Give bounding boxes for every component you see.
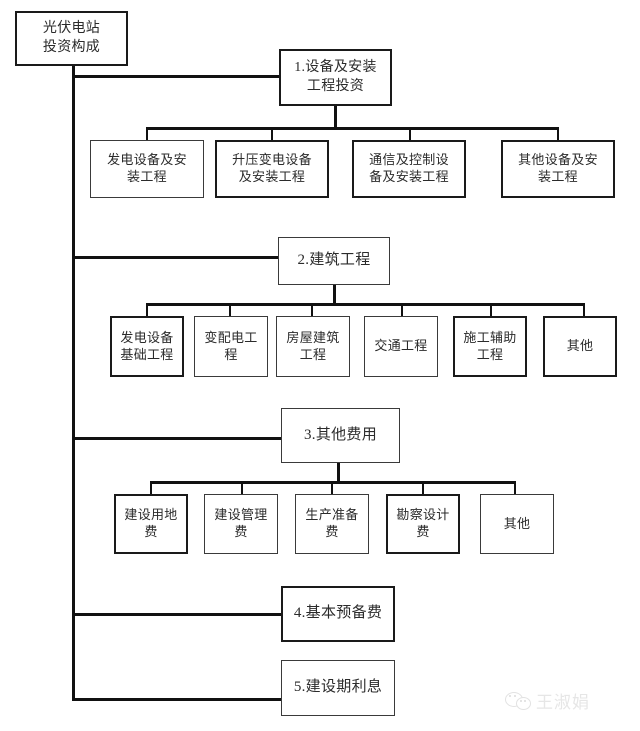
branch-3-child-3[interactable]: 生产准备 费 bbox=[295, 494, 369, 554]
branch-3-child-5-label: 其他 bbox=[503, 515, 531, 531]
branch-3-label: 3.其他费用 bbox=[303, 426, 378, 443]
trunk-to-branch1-line bbox=[72, 75, 280, 78]
branch-1-child-3-label: 通信及控制设 备及安装工程 bbox=[369, 152, 449, 184]
branch-2-drop-line bbox=[333, 285, 336, 305]
branch-1-child-2-connector bbox=[271, 127, 273, 141]
root-node[interactable]: 光伏电站 投资构成 bbox=[15, 11, 128, 66]
branch-2-bus-line bbox=[146, 303, 585, 306]
branch-3-child-2-label: 建设管理 费 bbox=[214, 507, 268, 539]
trunk-to-branch4-line bbox=[72, 613, 284, 616]
branch-1-node[interactable]: 1.设备及安装 工程投资 bbox=[279, 49, 392, 106]
branch-2-child-1-label: 发电设备 基础工程 bbox=[120, 329, 174, 362]
branch-2-child-5-connector bbox=[490, 303, 492, 317]
branch-2-child-2-label: 变配电工 程 bbox=[204, 329, 258, 362]
branch-2-child-4[interactable]: 交通工程 bbox=[364, 316, 438, 377]
branch-2-child-3[interactable]: 房屋建筑 工程 bbox=[276, 316, 350, 377]
branch-3-child-5-connector bbox=[514, 481, 516, 495]
branch-4-node[interactable]: 4.基本预备费 bbox=[281, 586, 395, 642]
branch-3-child-1-connector bbox=[150, 481, 152, 495]
branch-2-child-5[interactable]: 施工辅助 工程 bbox=[453, 316, 527, 377]
branch-2-child-6-connector bbox=[583, 303, 585, 317]
branch-1-child-1-label: 发电设备及安 装工程 bbox=[107, 152, 187, 184]
branch-3-child-4-label: 勘察设计 费 bbox=[396, 507, 450, 539]
branch-1-child-4-label: 其他设备及安 装工程 bbox=[518, 152, 598, 184]
branch-1-child-3-connector bbox=[409, 127, 411, 141]
trunk-to-branch3-line bbox=[72, 437, 284, 440]
branch-3-child-3-label: 生产准备 费 bbox=[305, 507, 359, 539]
branch-2-child-5-label: 施工辅助 工程 bbox=[463, 329, 517, 362]
branch-2-child-2[interactable]: 变配电工 程 bbox=[194, 316, 268, 377]
trunk-to-branch2-line bbox=[72, 256, 282, 259]
branch-3-child-4[interactable]: 勘察设计 费 bbox=[386, 494, 460, 554]
trunk-vertical-line bbox=[72, 64, 75, 701]
branch-5-node[interactable]: 5.建设期利息 bbox=[281, 660, 395, 716]
branch-2-node[interactable]: 2.建筑工程 bbox=[278, 237, 390, 285]
branch-2-child-1[interactable]: 发电设备 基础工程 bbox=[110, 316, 184, 377]
branch-2-child-3-label: 房屋建筑 工程 bbox=[286, 329, 340, 362]
branch-2-child-4-connector bbox=[401, 303, 403, 317]
watermark: 王淑娟 bbox=[505, 688, 590, 713]
wechat-logo-icon bbox=[505, 691, 531, 711]
branch-3-child-1[interactable]: 建设用地 费 bbox=[114, 494, 188, 554]
branch-1-child-1[interactable]: 发电设备及安 装工程 bbox=[90, 140, 204, 198]
branch-1-child-3[interactable]: 通信及控制设 备及安装工程 bbox=[352, 140, 466, 198]
branch-1-child-4[interactable]: 其他设备及安 装工程 bbox=[501, 140, 615, 198]
branch-2-child-4-label: 交通工程 bbox=[374, 338, 428, 354]
branch-1-drop-line bbox=[334, 106, 337, 129]
branch-2-child-2-connector bbox=[229, 303, 231, 317]
watermark-text: 王淑娟 bbox=[536, 693, 590, 712]
branch-1-child-4-connector bbox=[557, 127, 559, 141]
branch-3-child-5[interactable]: 其他 bbox=[480, 494, 554, 554]
branch-3-child-3-connector bbox=[331, 481, 333, 495]
branch-5-label: 5.建设期利息 bbox=[293, 679, 383, 696]
branch-3-node[interactable]: 3.其他费用 bbox=[281, 408, 400, 463]
branch-1-child-1-connector bbox=[146, 127, 148, 141]
branch-2-label: 2.建筑工程 bbox=[297, 252, 371, 269]
branch-1-label: 1.设备及安装 工程投资 bbox=[294, 60, 377, 94]
branch-2-child-6[interactable]: 其他 bbox=[543, 316, 617, 377]
trunk-to-branch5-line bbox=[72, 698, 284, 701]
branch-2-child-6-label: 其他 bbox=[566, 338, 594, 354]
root-node-label: 光伏电站 投资构成 bbox=[42, 21, 101, 55]
branch-3-child-2[interactable]: 建设管理 费 bbox=[204, 494, 278, 554]
branch-1-child-2-label: 升压变电设备 及安装工程 bbox=[232, 152, 312, 184]
branch-3-child-2-connector bbox=[241, 481, 243, 495]
branch-2-child-3-connector bbox=[311, 303, 313, 317]
branch-1-bus-line bbox=[146, 127, 559, 130]
branch-4-label: 4.基本预备费 bbox=[293, 605, 383, 622]
branch-2-child-1-connector bbox=[146, 303, 148, 317]
branch-3-bus-line bbox=[150, 481, 516, 484]
branch-3-child-1-label: 建设用地 费 bbox=[124, 507, 178, 539]
branch-3-drop-line bbox=[337, 463, 340, 483]
branch-3-child-4-connector bbox=[422, 481, 424, 495]
branch-1-child-2[interactable]: 升压变电设备 及安装工程 bbox=[215, 140, 329, 198]
